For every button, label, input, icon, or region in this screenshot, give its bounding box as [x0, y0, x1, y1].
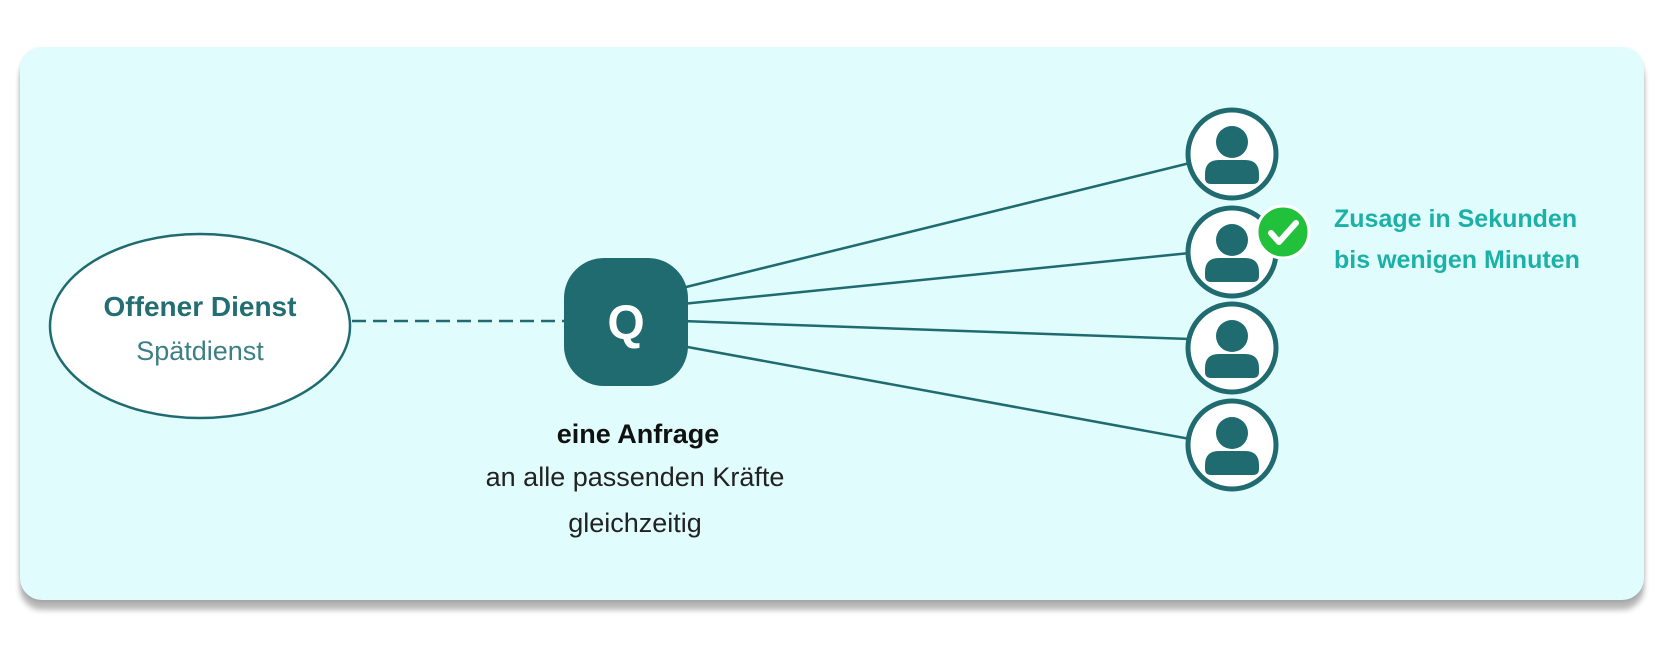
person-icon — [1205, 126, 1259, 184]
staff-avatar-1 — [1185, 107, 1279, 201]
person-icon — [1205, 224, 1259, 282]
request-description-line-2: gleichzeitig — [568, 508, 702, 538]
request-title: eine Anfrage — [557, 419, 720, 449]
request-node: Q eine Anfrage an alle passenden Kräfte … — [486, 258, 785, 538]
shift-ellipse — [48, 232, 352, 420]
shift-title: Offener Dienst — [104, 291, 297, 322]
fanout-line-3 — [681, 319, 1191, 341]
fanout-lines — [681, 161, 1191, 441]
person-icon — [1205, 320, 1259, 378]
staff-avatar-3 — [1185, 301, 1279, 395]
shift-subtitle: Spätdienst — [136, 336, 264, 366]
request-icon — [564, 258, 688, 386]
request-description-line-1: an alle passenden Kräfte — [486, 462, 785, 492]
person-icon — [1205, 417, 1259, 475]
staff-avatar-4 — [1185, 398, 1279, 492]
acceptance-text-line-1: Zusage in Sekunden — [1334, 205, 1577, 233]
fanout-line-4 — [681, 344, 1191, 441]
acceptance-text-line-2: bis wenigen Minuten — [1334, 246, 1580, 274]
fanout-line-1 — [681, 161, 1191, 290]
request-icon-letter: Q — [607, 297, 644, 350]
check-icon — [1255, 204, 1311, 260]
open-shift-node: Offener Dienst Spätdienst — [48, 232, 352, 420]
fanout-line-2 — [681, 251, 1191, 306]
